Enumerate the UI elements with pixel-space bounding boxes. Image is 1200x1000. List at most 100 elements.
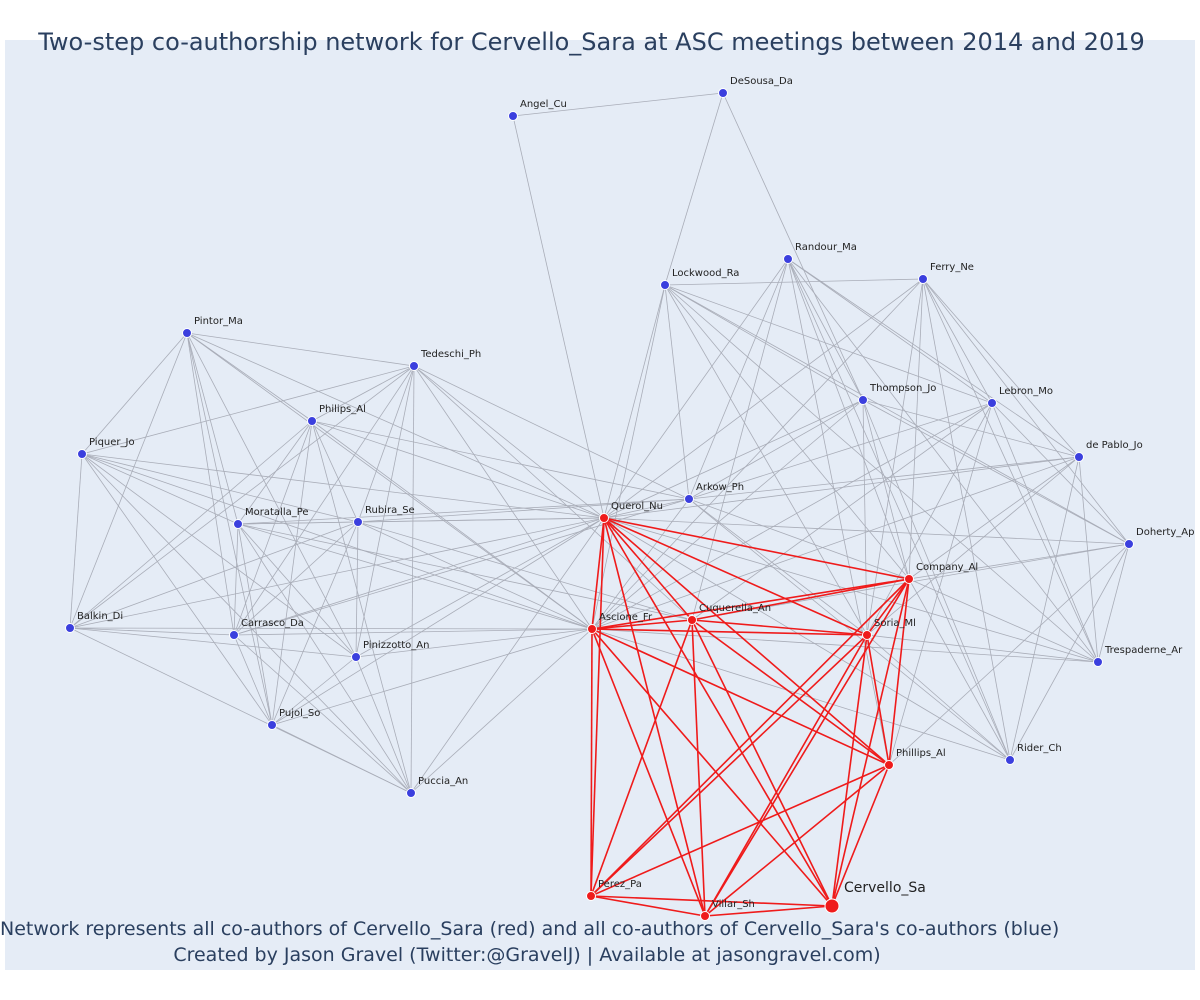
node-philips-al[interactable]: [307, 416, 317, 426]
node-villar-sh[interactable]: [700, 911, 710, 921]
edge-line: [691, 402, 993, 621]
node-label: de Pablo_Jo: [1086, 440, 1143, 451]
node-phillips-al[interactable]: [884, 760, 894, 770]
edge-line: [908, 456, 1080, 580]
node-moratalla-pe[interactable]: [233, 519, 243, 529]
node-lebron-mo[interactable]: [987, 398, 997, 408]
node-carrasco-da[interactable]: [229, 630, 239, 640]
edge-line: [862, 399, 868, 636]
edge-line: [186, 332, 239, 525]
node-label: Rider_Ch: [1017, 743, 1062, 754]
edge-line: [866, 402, 993, 636]
node-label: Cervello_Sa: [844, 880, 926, 896]
edge-line: [413, 365, 593, 630]
edge-line: [237, 498, 690, 525]
edge-line: [311, 420, 605, 519]
edge-line: [591, 399, 864, 630]
edge-line: [271, 521, 359, 726]
node-randour-ma[interactable]: [783, 254, 793, 264]
edge-line: [603, 278, 924, 519]
edge-line: [787, 258, 993, 404]
edge-line: [591, 628, 1099, 663]
edge-line: [69, 627, 593, 630]
edge-line: [81, 453, 593, 630]
coauthor-edge-line: [831, 634, 868, 907]
edge-line: [603, 456, 1080, 519]
edge-line: [186, 332, 235, 636]
node-pintor-ma[interactable]: [182, 328, 192, 338]
node-tedeschi-ph[interactable]: [409, 361, 419, 371]
node-label: Tedeschi_Ph: [420, 349, 481, 360]
edge-line: [688, 402, 993, 500]
edge-line: [237, 523, 693, 621]
node-puccia-an[interactable]: [406, 788, 416, 798]
coauthor-edge-line: [704, 634, 868, 917]
edge-line: [787, 258, 1011, 761]
node-rider-ch[interactable]: [1005, 755, 1015, 765]
edge-line: [664, 284, 1130, 545]
edge-line: [591, 402, 993, 630]
coauthor-edge-line: [590, 628, 593, 897]
coauthor-edge-line: [603, 517, 693, 621]
edge-line: [591, 278, 924, 630]
edge-line: [81, 453, 239, 525]
coauthor-edge-line: [590, 764, 890, 897]
node-label: Moratalla_Pe: [245, 507, 309, 518]
edge-line: [186, 332, 313, 422]
edge-line: [311, 365, 415, 422]
coauthor-edge-line: [590, 619, 693, 897]
node-cuquerella-an[interactable]: [687, 615, 697, 625]
coauthor-edge-line: [888, 578, 910, 766]
node-desousa-da[interactable]: [718, 88, 728, 98]
edge-line: [603, 498, 690, 519]
edge-line: [233, 634, 273, 726]
node-soria-ml[interactable]: [862, 630, 872, 640]
edge-line: [866, 634, 1099, 663]
edge-line: [69, 332, 188, 629]
caption-line-2: Created by Jason Gravel (Twitter:@Gravel…: [173, 944, 881, 966]
node-de-pablo-jo[interactable]: [1074, 452, 1084, 462]
edge-line: [603, 399, 864, 519]
node-pinizzotto-an[interactable]: [351, 652, 361, 662]
edge-line: [664, 284, 993, 404]
edge-line: [591, 628, 1011, 761]
node-label: Ferry_Ne: [930, 262, 974, 273]
edge-line: [311, 420, 359, 523]
node-label: DeSousa_Da: [730, 76, 793, 87]
node-pujol-so[interactable]: [267, 720, 277, 730]
coauthor-edge-line: [591, 628, 890, 766]
edge-line: [866, 278, 924, 636]
node-doherty-ap[interactable]: [1124, 539, 1134, 549]
node-label: Querol_Nu: [611, 501, 663, 512]
node-arkow-ph[interactable]: [684, 494, 694, 504]
coauthor-edge-line: [591, 628, 833, 907]
node-company-al[interactable]: [904, 574, 914, 584]
edge-line: [311, 420, 412, 794]
node-ascione-fr[interactable]: [587, 624, 597, 634]
coauthor-edge-line: [691, 578, 910, 621]
node-rubira-se[interactable]: [353, 517, 363, 527]
node-querol-nu[interactable]: [599, 513, 609, 523]
node-lockwood-ra[interactable]: [660, 280, 670, 290]
edge-line: [233, 420, 313, 636]
node-cervello-sa[interactable]: [824, 898, 840, 914]
node-angel-cu[interactable]: [508, 111, 518, 121]
node-piquer-jo[interactable]: [77, 449, 87, 459]
coauthor-edge-line: [831, 764, 890, 907]
edge-line: [866, 634, 1011, 761]
edge-line: [69, 627, 357, 658]
node-ferry-ne[interactable]: [918, 274, 928, 284]
node-thompson-jo[interactable]: [858, 395, 868, 405]
red-edges: [590, 517, 910, 917]
node-perez-pa[interactable]: [586, 891, 596, 901]
node-label: Lebron_Mo: [999, 386, 1053, 397]
node-label: Philips_Al: [319, 404, 366, 415]
edge-line: [357, 498, 690, 523]
caption-line-1: Network represents all co-authors of Cer…: [0, 918, 1060, 940]
edge-line: [355, 517, 605, 658]
node-balkin-di[interactable]: [65, 623, 75, 633]
node-label: Piquer_Jo: [89, 437, 135, 448]
node-trespaderne-ar[interactable]: [1093, 657, 1103, 667]
node-labels: Cervello_SaQuerol_NuAscione_FrCuquerella…: [77, 76, 1194, 910]
